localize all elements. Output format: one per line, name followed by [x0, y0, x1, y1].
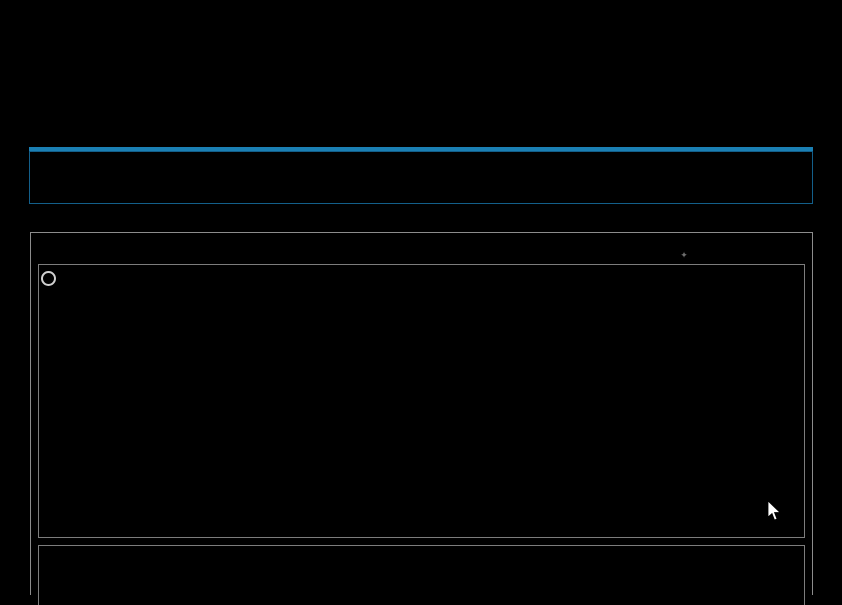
accent-divider-bar — [29, 147, 813, 152]
content-panel — [30, 232, 813, 595]
address-input[interactable] — [30, 152, 812, 203]
sparkle-icon: ✦ — [680, 251, 688, 261]
header-region — [30, 12, 812, 147]
address-bar[interactable] — [29, 151, 813, 204]
bottom-panel — [38, 545, 805, 605]
mouse-cursor-icon — [767, 500, 781, 523]
inner-content-panel — [38, 264, 805, 538]
radio-button[interactable] — [41, 271, 56, 286]
